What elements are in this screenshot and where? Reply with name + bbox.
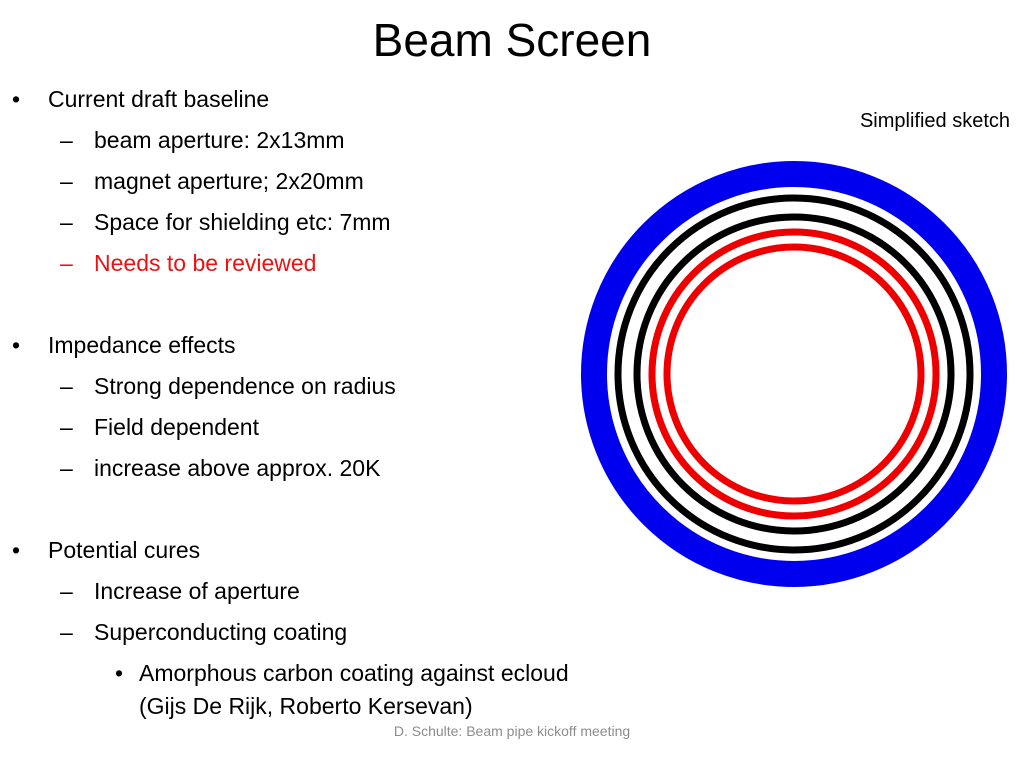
bullet-text: beam aperture: 2x13mm [94, 127, 345, 153]
bullet-text: Potential cures [48, 537, 201, 563]
dash-marker: – [60, 414, 73, 440]
bullet-text: Increase of aperture [94, 578, 300, 604]
bullet-text: (Gijs De Rijk, Roberto Kersevan) [139, 693, 473, 719]
bullet-text: Amorphous carbon coating against ecloud [139, 660, 569, 686]
bullet-text: increase above approx. 20K [94, 455, 381, 481]
bullet-increase-above-20k: – increase above approx. 20K [60, 454, 381, 482]
bullet-marker: • [12, 537, 21, 563]
red-ring-2 [663, 243, 925, 505]
slide-footer: D. Schulte: Beam pipe kickoff meeting [393, 723, 631, 739]
bullet-marker: • [115, 660, 124, 686]
bullet-text: magnet aperture; 2x20mm [94, 168, 364, 194]
dash-marker: – [60, 619, 73, 645]
dash-marker: – [60, 455, 73, 481]
bullet-impedance-effects: • Impedance effects [12, 331, 236, 359]
bullet-potential-cures: • Potential cures [12, 536, 201, 564]
bullet-needs-review: – Needs to be reviewed [60, 249, 317, 277]
bullet-marker: • [12, 332, 21, 358]
bullet-current-draft-baseline: • Current draft baseline [12, 85, 270, 113]
bullet-authors: (Gijs De Rijk, Roberto Kersevan) [139, 692, 473, 720]
bullet-superconducting-coating: – Superconducting coating [60, 618, 348, 646]
bullet-text: Impedance effects [48, 332, 236, 358]
outer-ring [581, 161, 1007, 587]
bullet-radius-dependence: – Strong dependence on radius [60, 372, 396, 400]
beam-screen-sketch [581, 161, 1007, 587]
dash-marker: – [60, 578, 73, 604]
bullet-amorphous-carbon: • Amorphous carbon coating against eclou… [115, 659, 569, 687]
bullet-magnet-aperture: – magnet aperture; 2x20mm [60, 167, 364, 195]
black-ring-1 [614, 194, 974, 554]
dash-marker: – [60, 168, 73, 194]
slide-title: Beam Screen [372, 14, 652, 66]
bullet-space-for-shielding: – Space for shielding etc: 7mm [60, 208, 391, 236]
dash-marker: – [60, 250, 73, 276]
red-ring-1 [648, 228, 940, 520]
bullet-text: Field dependent [94, 414, 259, 440]
black-ring-2 [633, 213, 955, 535]
bullet-marker: • [12, 86, 21, 112]
sketch-caption: Simplified sketch [859, 110, 1010, 132]
bullet-text: Superconducting coating [94, 619, 348, 645]
dash-marker: – [60, 373, 73, 399]
dash-marker: – [60, 209, 73, 235]
bullet-text: Strong dependence on radius [94, 373, 396, 399]
bullet-increase-aperture: – Increase of aperture [60, 577, 300, 605]
bullet-beam-aperture: – beam aperture: 2x13mm [60, 126, 345, 154]
bullet-text: Space for shielding etc: 7mm [94, 209, 391, 235]
bullet-text: Needs to be reviewed [94, 250, 317, 276]
bullet-field-dependent: – Field dependent [60, 413, 259, 441]
bullet-text: Current draft baseline [48, 86, 270, 112]
dash-marker: – [60, 127, 73, 153]
